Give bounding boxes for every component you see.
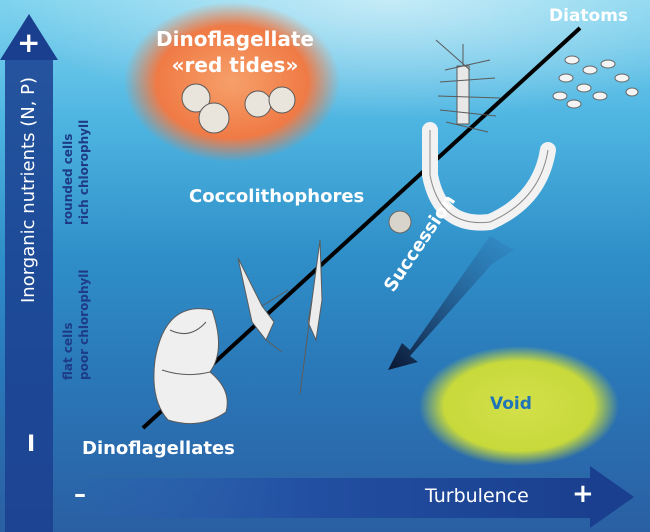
coccolithophores-label: Coccolithophores bbox=[189, 186, 365, 207]
lower-cell-note-line1: flat cells bbox=[61, 322, 75, 380]
y-axis-minus: I bbox=[27, 432, 36, 457]
coccolithophore-illustration bbox=[388, 210, 412, 234]
red-tides-label-line1: Dinoflagellate bbox=[156, 27, 314, 51]
x-axis-arrow bbox=[60, 466, 634, 528]
spiky-dinoflagellates-illustration bbox=[237, 239, 323, 395]
void-blob bbox=[419, 346, 619, 466]
armoured-dinoflagellate-illustration bbox=[153, 308, 228, 425]
y-axis-plus: + bbox=[17, 26, 41, 59]
upper-cell-note-line1: rounded cells bbox=[61, 133, 75, 225]
red-tide-cells-illustration bbox=[181, 83, 296, 134]
succession-arrow bbox=[388, 236, 514, 370]
x-axis-plus: + bbox=[572, 479, 594, 509]
dinoflagellates-label: Dinoflagellates bbox=[82, 438, 235, 459]
spiny-diatom-illustration bbox=[435, 39, 501, 133]
x-axis-minus: – bbox=[74, 480, 86, 508]
x-axis-label: Turbulence bbox=[425, 485, 529, 507]
diatoms-label: Diatoms bbox=[549, 6, 629, 26]
y-axis-label: Inorganic nutrients (N, P) bbox=[18, 76, 39, 304]
red-tides-label-line2: «red tides» bbox=[171, 53, 299, 77]
red-tides-blob bbox=[124, 2, 340, 162]
diatom-chain-illustration bbox=[422, 122, 556, 231]
small-diatoms-illustration bbox=[552, 55, 639, 109]
lower-cell-note: flat cells poor chlorophyll bbox=[60, 269, 92, 380]
y-axis-arrow bbox=[0, 14, 58, 532]
red-tides-label: Dinoflagellate «red tides» bbox=[150, 26, 320, 78]
upper-cell-note-line2: rich chlorophyll bbox=[77, 119, 91, 225]
lower-cell-note-line2: poor chlorophyll bbox=[77, 269, 91, 380]
upper-cell-note: rounded cells rich chlorophyll bbox=[60, 120, 92, 225]
void-label: Void bbox=[490, 394, 532, 414]
